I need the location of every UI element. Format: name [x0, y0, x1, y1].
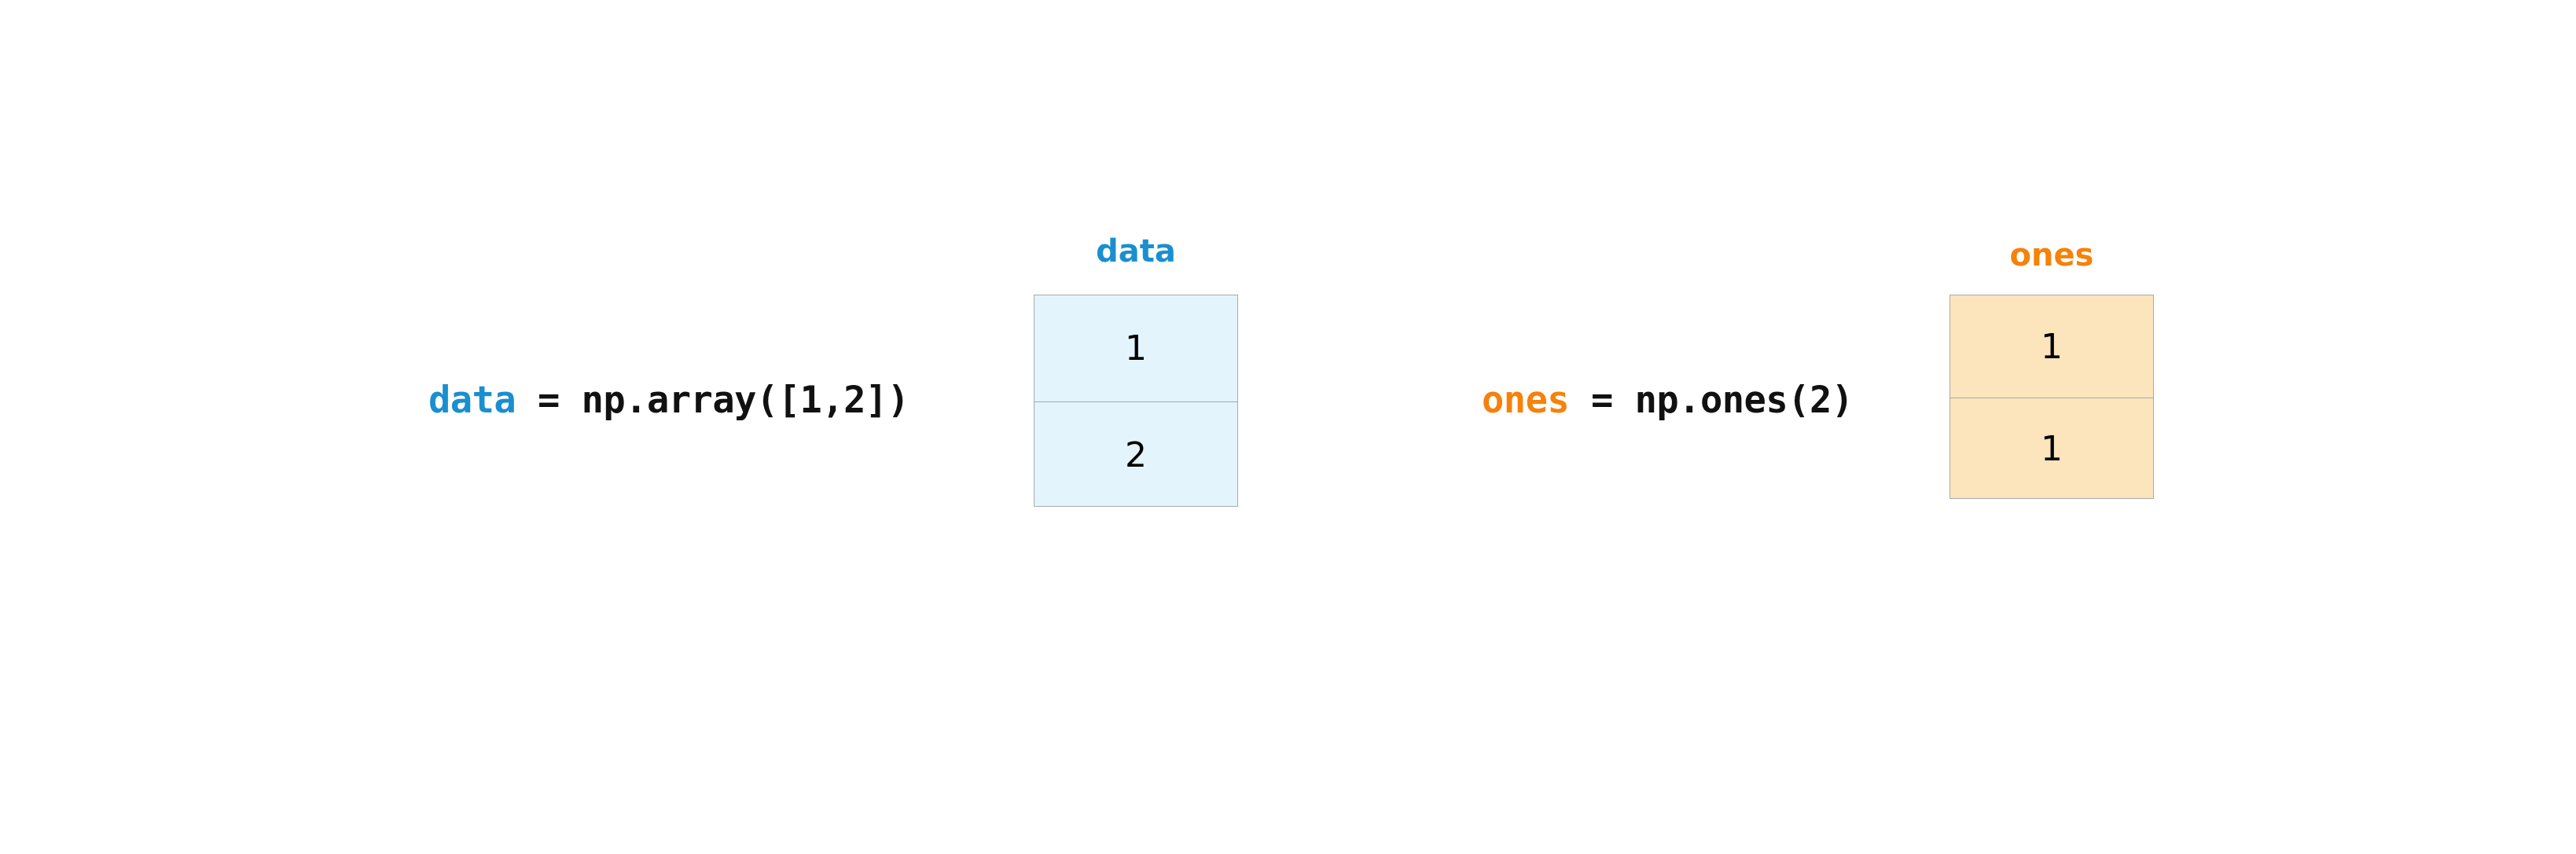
- array-grid-ones: 1 1: [1949, 295, 2154, 499]
- array-cell: 2: [1034, 401, 1237, 508]
- array-grid-data: 1 2: [1034, 295, 1238, 507]
- code-expression-data: data = np.array([1,2]): [428, 382, 910, 419]
- array-cell: 1: [1125, 328, 1147, 368]
- code-variable-data: data: [428, 379, 516, 422]
- code-body-ones: = np.ones(2): [1569, 379, 1854, 422]
- array-label-ones: ones: [2009, 237, 2094, 273]
- array-cell: 1: [2041, 326, 2063, 367]
- array-label-data: data: [1096, 233, 1176, 269]
- array-cell: 1: [1950, 398, 2153, 500]
- code-variable-ones: ones: [1482, 379, 1570, 422]
- code-expression-ones: ones = np.ones(2): [1482, 382, 1854, 419]
- code-body-data: = np.array([1,2]): [516, 379, 910, 422]
